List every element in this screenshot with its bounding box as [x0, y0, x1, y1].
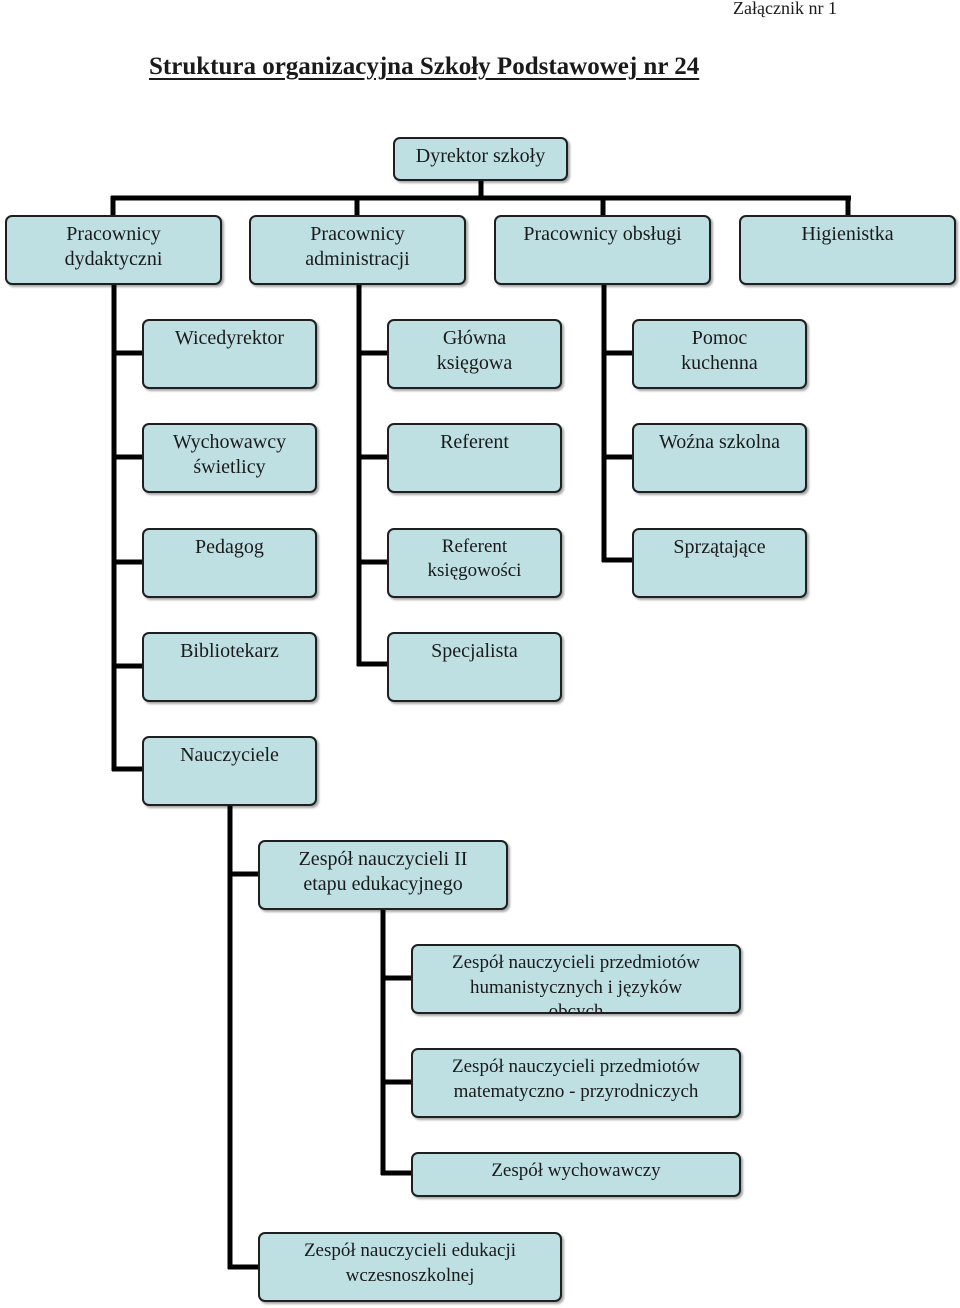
node-label: Pracownicy obsługi [523, 223, 682, 245]
node-chief-accountant: Główna księgowa [387, 319, 562, 389]
page-title: Struktura organizacyjna Szkoły Podstawow… [149, 53, 700, 80]
node-pedagogue: Pedagog [142, 528, 317, 598]
annex-label: Załącznik nr 1 [733, 0, 837, 18]
node-label: Woźna szkolna [658, 431, 781, 453]
node-homeroom-team: Zespół wychowawczy [411, 1152, 741, 1197]
node-vice-director: Wicedyrektor [142, 319, 317, 389]
node-label: Sprzątające [673, 536, 766, 558]
node-label: Pracownicy administracji [305, 223, 410, 270]
node-group-administration: Pracownicy administracji [249, 215, 466, 285]
node-label: Referent księgowości [427, 536, 522, 581]
node-label: Pomoc kuchenna [681, 327, 758, 374]
node-label: Zespół nauczycieli przedmiotów humanisty… [452, 952, 700, 1014]
node-label: Zespół wychowawczy [491, 1160, 661, 1181]
node-label: Zespół nauczycieli II etapu edukacyjnego [298, 848, 468, 895]
node-caretaker: Woźna szkolna [632, 423, 807, 493]
node-accounting-clerk: Referent księgowości [387, 528, 562, 598]
node-day-room-educators: Wychowawcy świetlicy [142, 423, 317, 493]
node-group-didactic: Pracownicy dydaktyczni [5, 215, 222, 285]
node-teachers: Nauczyciele [142, 736, 317, 806]
node-label: Zespół nauczycieli edukacji wczesnoszkol… [303, 1240, 517, 1286]
node-clerk: Referent [387, 423, 562, 493]
node-cleaners: Sprzątające [632, 528, 807, 598]
node-label: Pedagog [195, 536, 264, 558]
node-math-science-team: Zespół nauczycieli przedmiotów matematyc… [411, 1048, 741, 1118]
node-label: Zespół nauczycieli przedmiotów matematyc… [452, 1056, 700, 1102]
node-label: Higienistka [801, 223, 894, 245]
node-label: Wicedyrektor [174, 327, 285, 349]
node-kitchen-help: Pomoc kuchenna [632, 319, 807, 389]
node-librarian: Bibliotekarz [142, 632, 317, 702]
node-label: Dyrektor szkoły [415, 145, 546, 167]
node-early-education-team: Zespół nauczycieli edukacji wczesnoszkol… [258, 1232, 562, 1302]
node-specialist: Specjalista [387, 632, 562, 702]
node-group-service: Pracownicy obsługi [494, 215, 711, 285]
node-humanities-team: Zespół nauczycieli przedmiotów humanisty… [411, 944, 741, 1014]
node-label: Referent [440, 431, 509, 453]
node-label: Pracownicy dydaktyczni [64, 223, 163, 270]
node-label: Bibliotekarz [180, 640, 279, 662]
node-stage-two-team: Zespół nauczycieli II etapu edukacyjnego [258, 840, 508, 910]
node-group-hygienist: Higienistka [739, 215, 956, 285]
node-label: Wychowawcy świetlicy [172, 431, 287, 478]
node-label: Nauczyciele [180, 744, 279, 766]
node-director: Dyrektor szkoły [393, 137, 568, 181]
node-label: Główna księgowa [436, 327, 513, 374]
node-label: Specjalista [431, 640, 518, 662]
